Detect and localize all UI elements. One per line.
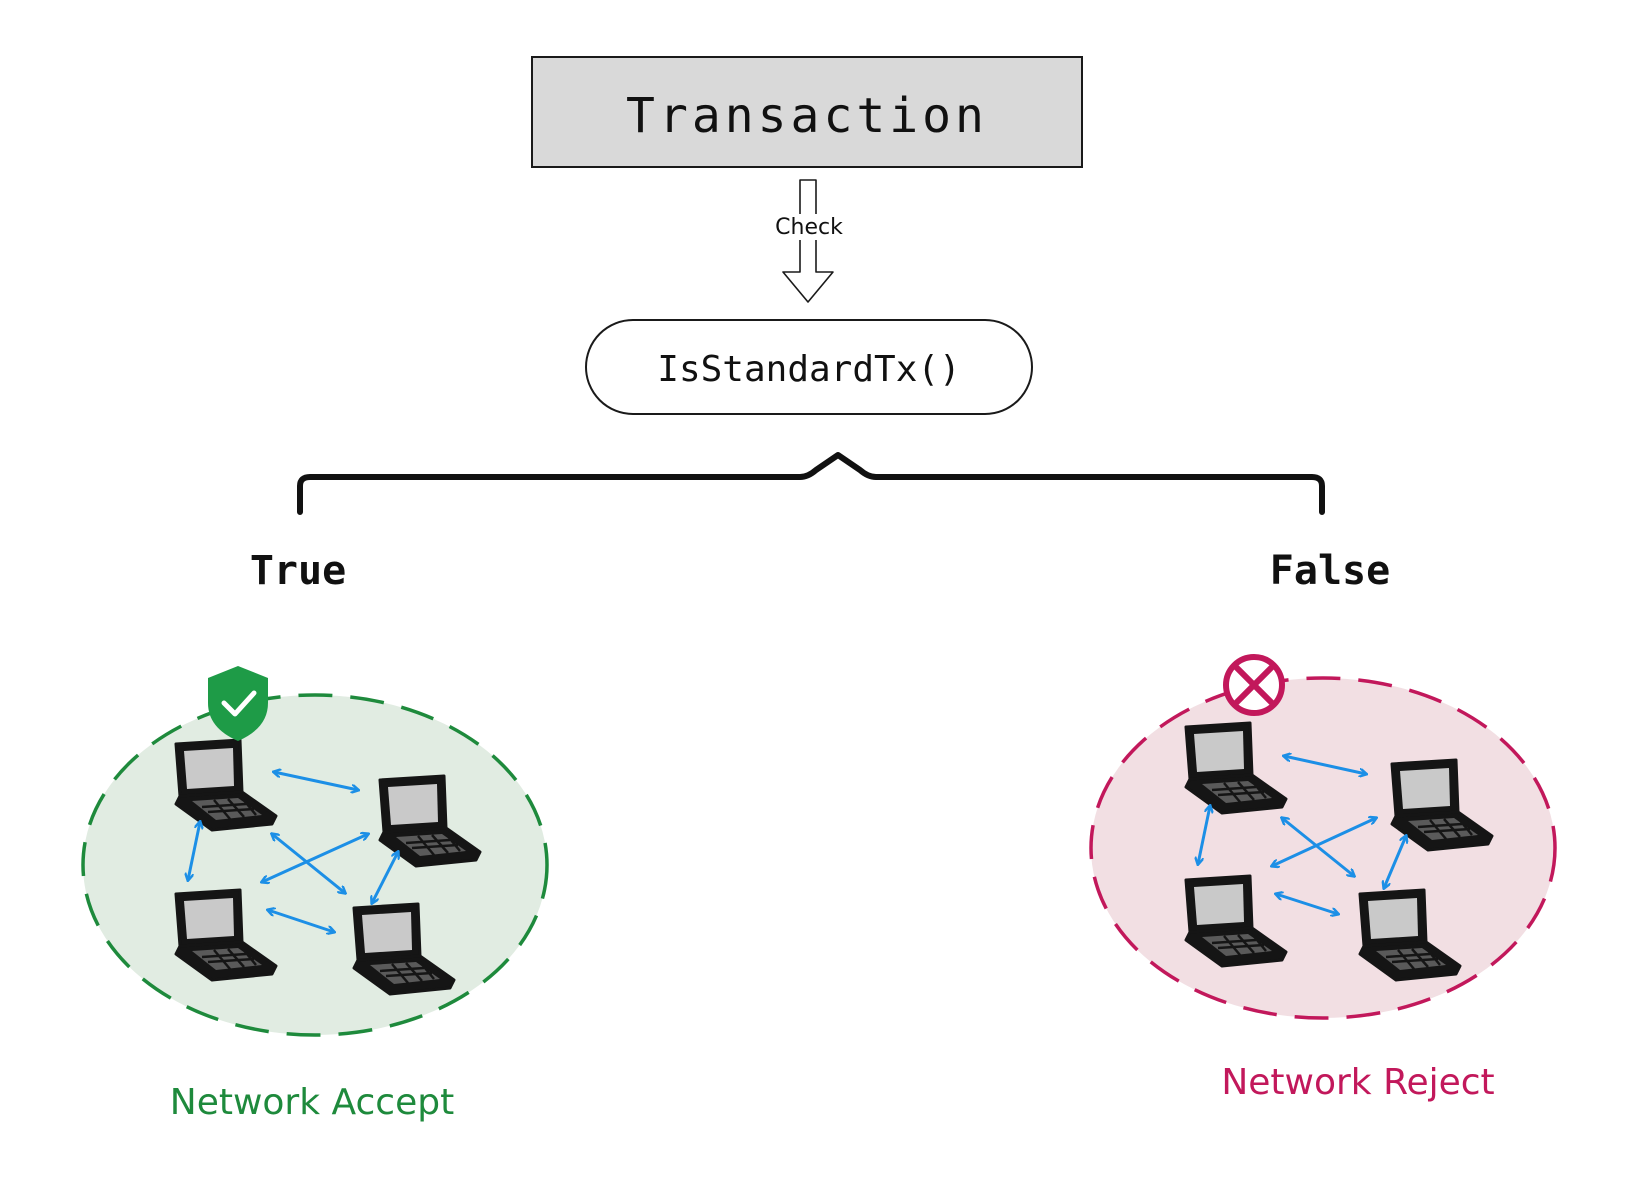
reject-network-boundary (1089, 676, 1557, 1020)
true-branch-label: True (250, 548, 346, 594)
accept-result-label: Network Accept (170, 1082, 454, 1123)
check-label: Check (775, 215, 843, 240)
reject-result-label: Network Reject (1221, 1062, 1494, 1103)
accept-network-boundary (81, 693, 549, 1037)
shield-check-icon (208, 666, 268, 741)
transaction-node: Transaction (531, 56, 1083, 168)
function-node: IsStandardTx() (585, 319, 1033, 415)
accept-network (81, 666, 549, 1037)
function-label: IsStandardTx() (657, 349, 960, 390)
reject-network (1089, 654, 1557, 1020)
prohibited-icon (1223, 654, 1285, 716)
false-branch-label: False (1270, 548, 1390, 594)
branch-brace (297, 452, 1325, 515)
connection-arrows (1198, 756, 1406, 914)
check-arrow: Check (766, 179, 852, 303)
transaction-label: Transaction (626, 88, 988, 144)
connection-arrows (188, 772, 398, 932)
